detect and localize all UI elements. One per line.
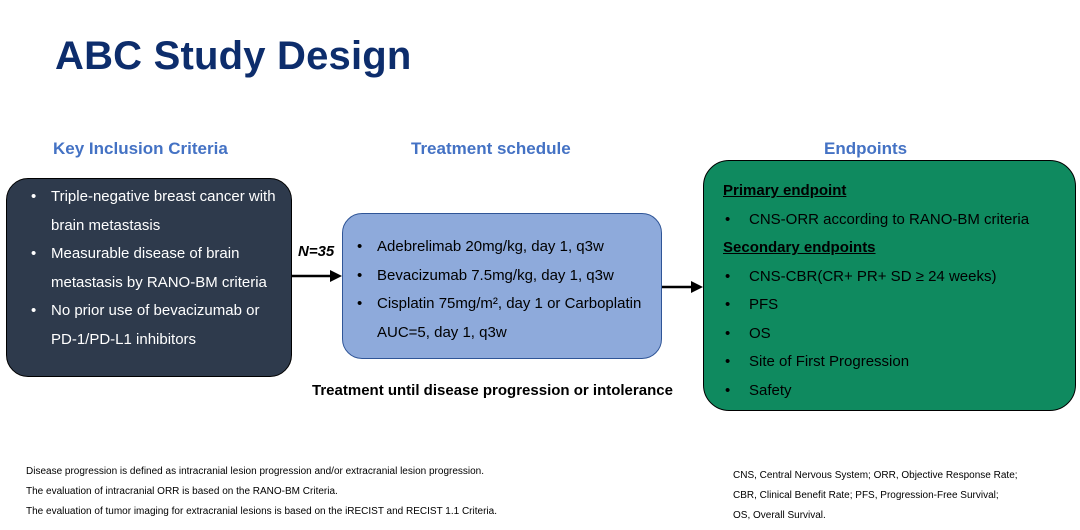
primary-endpoint-heading: Primary endpoint — [723, 182, 847, 199]
inclusion-criteria-box: Triple-negative breast cancer with brain… — [6, 178, 292, 377]
footnotes-left: Disease progression is defined as intrac… — [26, 462, 497, 522]
endpoints-heading: Endpoints — [824, 139, 908, 158]
treatment-heading: Treatment schedule — [411, 139, 571, 158]
footnote: Disease progression is defined as intrac… — [26, 466, 485, 477]
endpoints-box: Primary endpoint CNS-ORR according to RA… — [703, 160, 1076, 411]
footnote: The evaluation of intracranial ORR is ba… — [26, 486, 338, 497]
treatment-schedule-box: Adebrelimab 20mg/kg, day 1, q3w Bevacizu… — [342, 213, 662, 359]
abbreviation-note: CBR, Clinical Benefit Rate; PFS, Progres… — [733, 490, 999, 501]
sample-size-label: N=35 — [298, 243, 335, 260]
secondary-endpoint-item: OS — [723, 320, 1069, 349]
secondary-endpoint-item: PFS — [723, 291, 1069, 320]
footnote: The evaluation of tumor imaging for extr… — [26, 506, 497, 517]
inclusion-item: Triple-negative breast cancer with brain… — [29, 183, 281, 240]
treatment-item: Cisplatin 75mg/m², day 1 or Carboplatin … — [355, 290, 653, 347]
abbreviation-note: OS, Overall Survival. — [733, 510, 826, 521]
secondary-endpoint-item: Safety — [723, 377, 1069, 406]
page-title: ABC Study Design — [55, 34, 412, 78]
treatment-item: Bevacizumab 7.5mg/kg, day 1, q3w — [355, 262, 653, 291]
arrow-right-icon — [292, 270, 342, 282]
treatment-duration-note: Treatment until disease progression or i… — [312, 382, 673, 399]
inclusion-heading: Key Inclusion Criteria — [53, 139, 228, 158]
arrow-right-icon — [662, 281, 703, 293]
inclusion-item: No prior use of bevacizumab or PD-1/PD-L… — [29, 297, 281, 354]
treatment-item: Adebrelimab 20mg/kg, day 1, q3w — [355, 233, 653, 262]
abbreviation-note: CNS, Central Nervous System; ORR, Object… — [733, 470, 1018, 481]
secondary-endpoints-heading: Secondary endpoints — [723, 239, 876, 256]
secondary-endpoint-item: Site of First Progression — [723, 348, 1069, 377]
footnotes-right: CNS, Central Nervous System; ORR, Object… — [733, 466, 1018, 526]
inclusion-item: Measurable disease of brain metastasis b… — [29, 240, 281, 297]
primary-endpoint-item: CNS-ORR according to RANO-BM criteria — [723, 206, 1069, 235]
secondary-endpoint-item: CNS-CBR(CR+ PR+ SD ≥ 24 weeks) — [723, 263, 1069, 292]
